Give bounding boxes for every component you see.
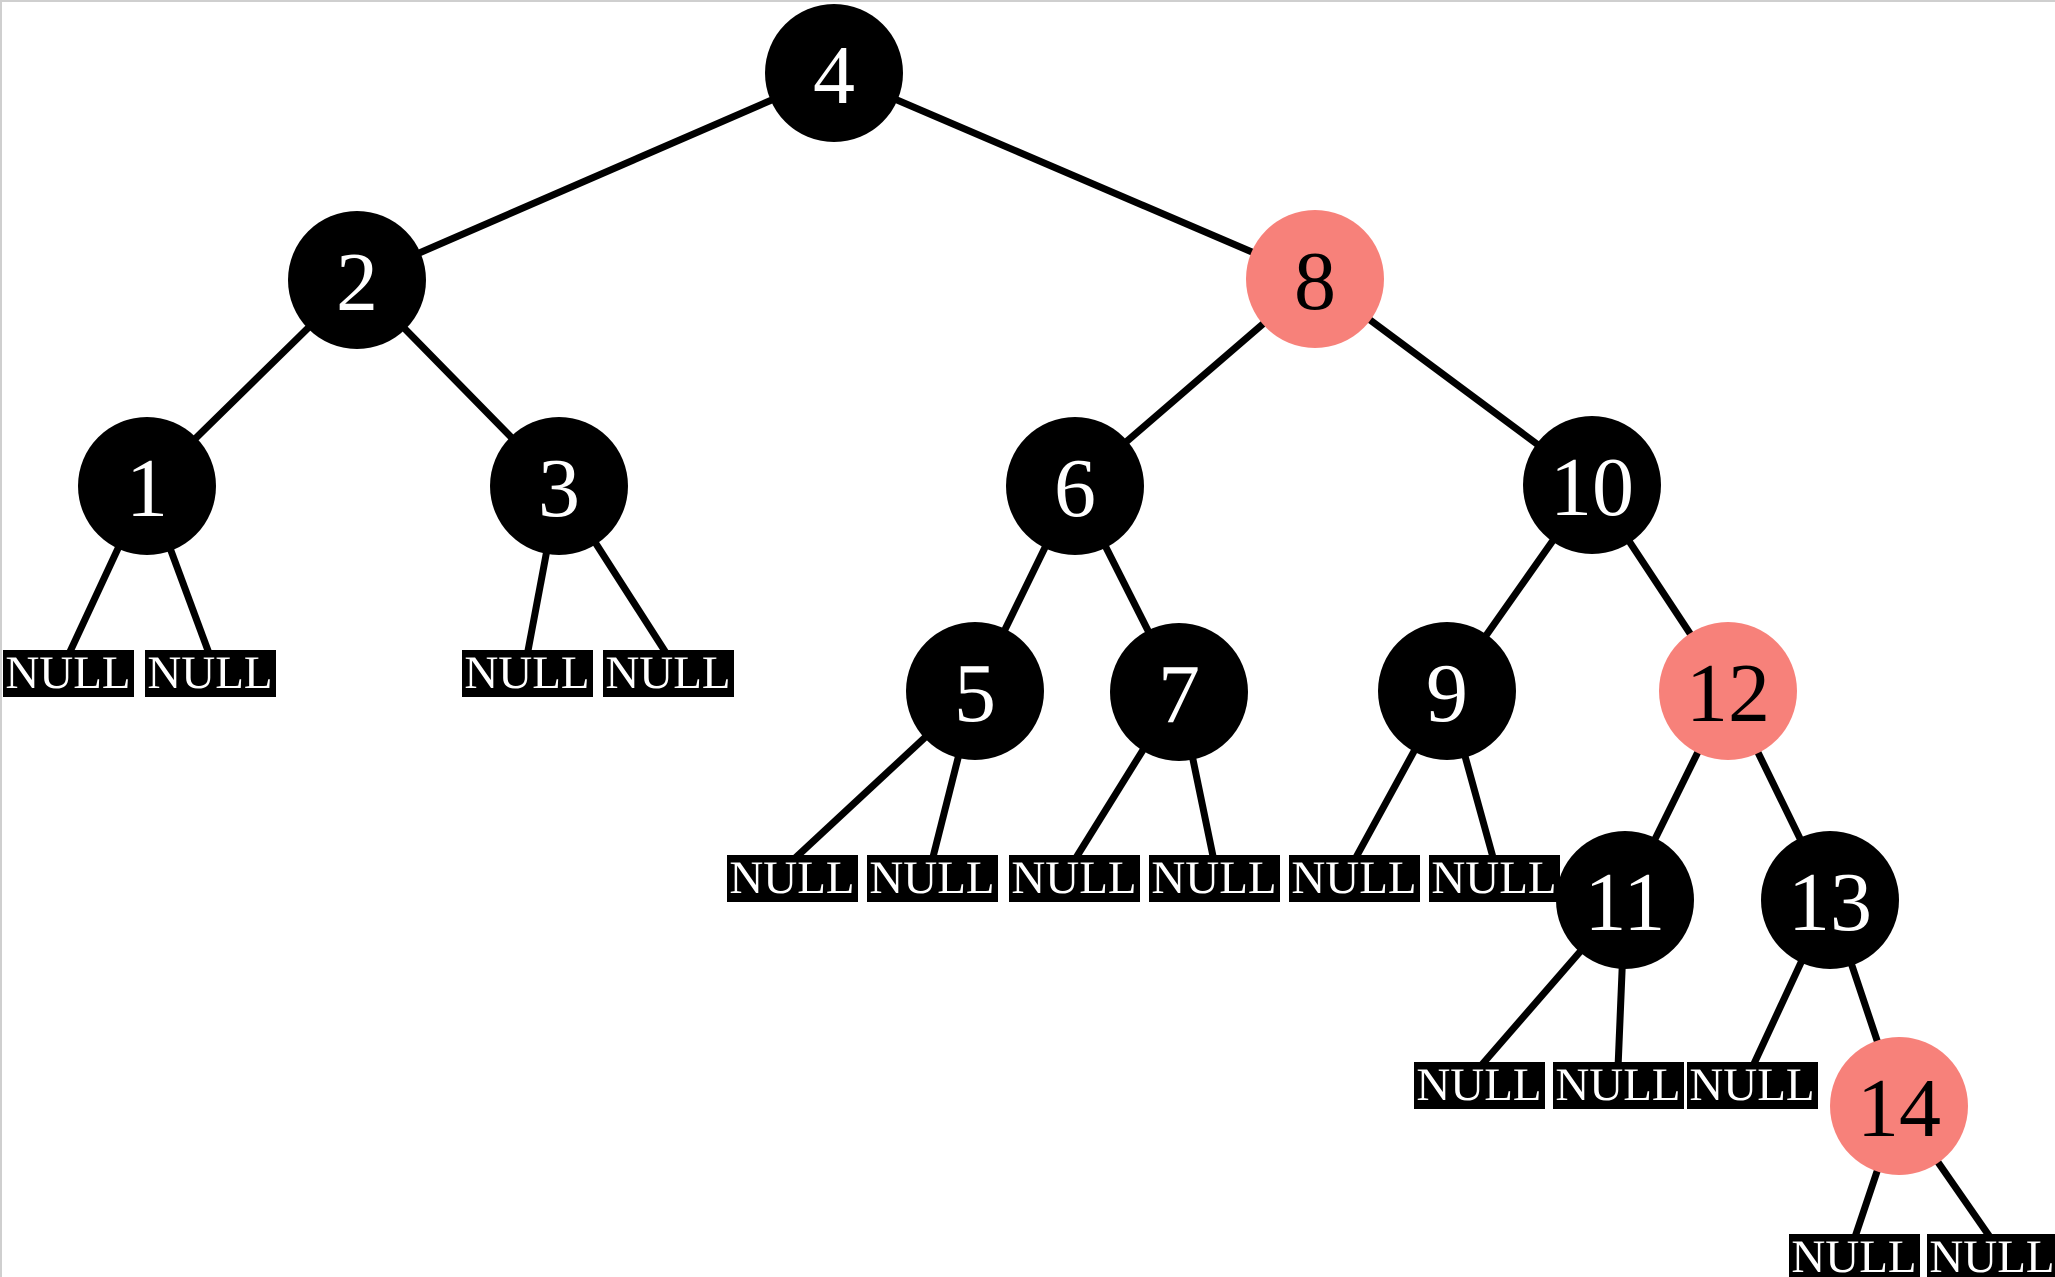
- tree-node-label-12: 12: [1686, 647, 1770, 740]
- null-leaf-label-n3l: NULL: [464, 647, 590, 699]
- null-leaf-label-n7r: NULL: [1151, 852, 1277, 904]
- null-leaf-n7r: NULL: [1148, 852, 1280, 904]
- tree-node-label-13: 13: [1788, 856, 1872, 949]
- null-leaf-label-n14l: NULL: [1791, 1231, 1917, 1277]
- tree-node-14: 14: [1830, 1037, 1968, 1175]
- tree-node-label-2: 2: [336, 236, 378, 329]
- null-leaf-label-n5r: NULL: [869, 852, 995, 904]
- null-leaf-n13l: NULL: [1686, 1059, 1818, 1111]
- tree-node-label-11: 11: [1584, 856, 1666, 949]
- null-leaf-n3r: NULL: [602, 647, 734, 699]
- null-leaf-n7l: NULL: [1008, 852, 1140, 904]
- tree-node-4: 4: [765, 4, 903, 142]
- null-leaf-label-n14r: NULL: [1929, 1231, 2055, 1277]
- tree-node-label-10: 10: [1550, 441, 1634, 534]
- null-leaf-n14r: NULL: [1926, 1231, 2055, 1277]
- tree-node-6: 6: [1006, 417, 1144, 555]
- null-leaf-n5r: NULL: [866, 852, 998, 904]
- tree-node-label-9: 9: [1426, 647, 1468, 740]
- null-leaf-label-n9r: NULL: [1431, 852, 1557, 904]
- tree-node-7: 7: [1110, 623, 1248, 761]
- tree-node-label-5: 5: [954, 647, 996, 740]
- tree-node-label-1: 1: [126, 442, 168, 535]
- tree-node-9: 9: [1378, 622, 1516, 760]
- null-leaf-label-n1l: NULL: [5, 647, 131, 699]
- tree-node-label-3: 3: [538, 442, 580, 535]
- tree-node-8: 8: [1246, 210, 1384, 348]
- null-leaf-n3l: NULL: [461, 647, 593, 699]
- tree-node-12: 12: [1659, 622, 1797, 760]
- null-leaf-label-n13l: NULL: [1689, 1059, 1815, 1111]
- null-leaf-label-n11l: NULL: [1416, 1059, 1542, 1111]
- tree-node-13: 13: [1761, 831, 1899, 969]
- null-leaf-label-n9l: NULL: [1291, 852, 1417, 904]
- tree-node-1: 1: [78, 417, 216, 555]
- null-leaf-n5l: NULL: [726, 852, 858, 904]
- null-leaf-label-n7l: NULL: [1011, 852, 1137, 904]
- null-leaf-n11l: NULL: [1413, 1059, 1545, 1111]
- null-leaf-n14l: NULL: [1788, 1231, 1920, 1277]
- null-leaf-n11r: NULL: [1552, 1059, 1684, 1111]
- null-leaf-label-n3r: NULL: [605, 647, 731, 699]
- tree-node-label-8: 8: [1294, 235, 1336, 328]
- tree-node-11: 11: [1556, 831, 1694, 969]
- null-leaf-label-n11r: NULL: [1555, 1059, 1681, 1111]
- tree-node-label-14: 14: [1857, 1062, 1941, 1155]
- null-leaf-n9r: NULL: [1428, 852, 1560, 904]
- null-leaf-n1r: NULL: [144, 647, 276, 699]
- tree-node-label-4: 4: [813, 29, 855, 122]
- null-leaf-n9l: NULL: [1288, 852, 1420, 904]
- tree-edge-4-2: [355, 69, 836, 284]
- tree-node-10: 10: [1523, 416, 1661, 554]
- tree-node-label-7: 7: [1158, 648, 1200, 741]
- tree-edge-4-8: [832, 69, 1317, 283]
- null-leaf-label-n1r: NULL: [147, 647, 273, 699]
- tree-node-5: 5: [906, 622, 1044, 760]
- null-leaf-label-n5l: NULL: [729, 852, 855, 904]
- tree-node-3: 3: [490, 417, 628, 555]
- null-leaf-n1l: NULL: [2, 647, 134, 699]
- tree-node-2: 2: [288, 211, 426, 349]
- tree-node-label-6: 6: [1054, 442, 1096, 535]
